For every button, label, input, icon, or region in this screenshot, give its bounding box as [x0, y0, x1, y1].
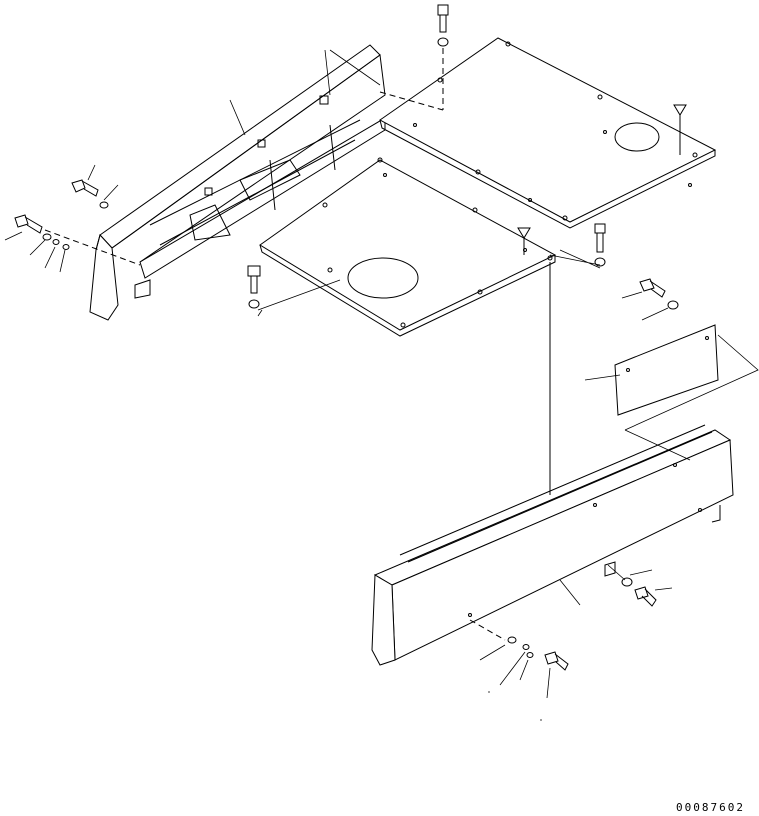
middle-cover-plate: [259, 157, 557, 337]
left-bolt-set-lower: [4, 214, 141, 273]
middle-plate-plug: [517, 227, 531, 255]
left-fender-frame: [89, 44, 386, 321]
side-plate-bolt: [621, 278, 679, 321]
side-plate: [584, 324, 759, 431]
left-bolt-set-upper: [71, 164, 119, 209]
fender-bolt: [607, 564, 673, 607]
lower-bolt-set: [469, 619, 569, 699]
right-plate-bolt: [549, 223, 606, 269]
upper-cover-plate: [379, 37, 717, 229]
drawing-code: 00087602: [676, 801, 745, 814]
leader-ticks: [488, 691, 542, 721]
top-bolt: [379, 4, 449, 111]
left-plate-bolt: [247, 265, 341, 317]
right-fender: [371, 424, 734, 666]
upper-plate-plug: [673, 104, 687, 155]
